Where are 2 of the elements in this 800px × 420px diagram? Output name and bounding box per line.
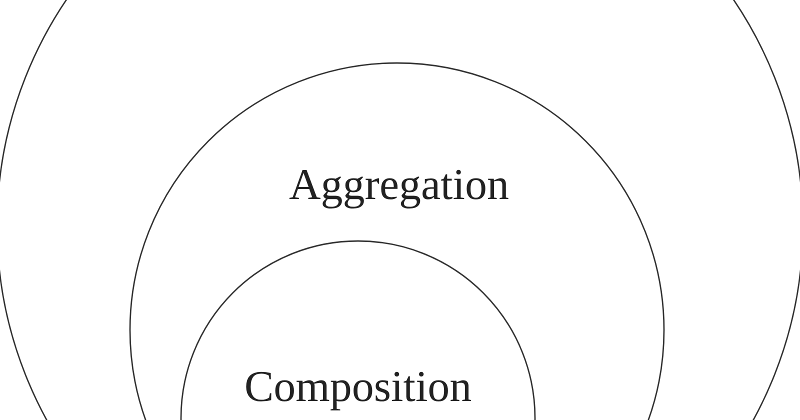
circle-label: Aggregation: [289, 160, 509, 210]
circle-label: Composition: [244, 362, 472, 412]
